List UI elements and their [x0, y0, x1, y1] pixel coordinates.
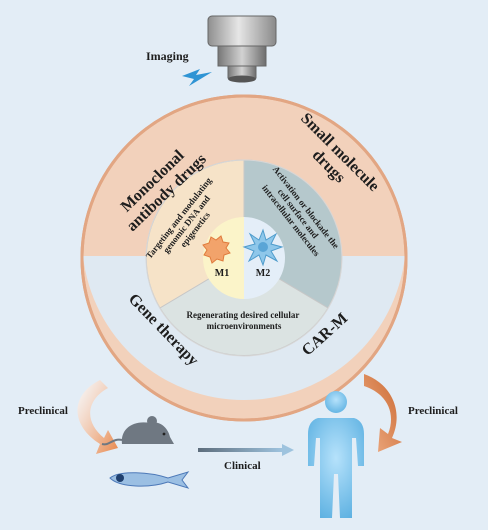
- human-figure-icon: [308, 391, 364, 518]
- imaging-camera-icon: [207, 15, 277, 83]
- m2-macrophage-icon: [242, 228, 284, 267]
- clinical-label: Clinical: [224, 460, 261, 472]
- mouse-icon: [101, 416, 174, 446]
- preclinical-right-arrow: [364, 374, 402, 452]
- m1-label: M1: [215, 268, 229, 279]
- preclinical-left-arrow: [77, 380, 118, 454]
- preclinical-right-label: Preclinical: [408, 405, 458, 417]
- microenvironment-quadrant-label: Regenerating desired cellular microenvir…: [187, 310, 302, 331]
- m1-macrophage-icon: [202, 235, 231, 264]
- m2-label: M2: [256, 268, 270, 279]
- preclinical-left-label: Preclinical: [18, 405, 68, 417]
- zebrafish-icon: [109, 471, 190, 489]
- lightning-icon: [182, 69, 212, 86]
- imaging-label: Imaging: [146, 49, 189, 63]
- therapy-ring: [80, 94, 408, 422]
- clinical-arrow: [198, 444, 294, 456]
